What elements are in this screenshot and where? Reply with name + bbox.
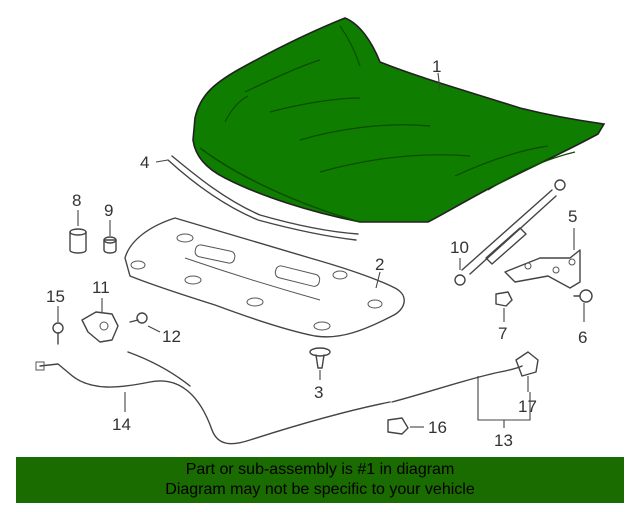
hood-bumper[interactable] bbox=[69, 228, 87, 254]
callout-1: 1 bbox=[432, 57, 441, 76]
release-cable[interactable] bbox=[35, 351, 391, 445]
release-handle[interactable] bbox=[515, 351, 539, 377]
callout-13: 13 bbox=[494, 431, 513, 450]
callout-11: 11 bbox=[92, 278, 110, 297]
hood-hinge[interactable] bbox=[504, 249, 581, 289]
banner-line-disclaimer: Diagram may not be specific to your vehi… bbox=[165, 481, 475, 498]
callout-16: 16 bbox=[428, 418, 447, 437]
callout-5: 5 bbox=[568, 207, 577, 226]
callout-4: 4 bbox=[140, 153, 149, 172]
callout-2: 2 bbox=[375, 255, 384, 274]
latch-mount-bolt[interactable] bbox=[52, 322, 64, 345]
callout-13-bracket bbox=[477, 376, 531, 428]
hinge-bolt[interactable] bbox=[573, 289, 593, 303]
callout-17: 17 bbox=[518, 397, 537, 416]
hood-seal[interactable] bbox=[167, 155, 359, 241]
hinge-nut[interactable] bbox=[495, 291, 513, 307]
callout-10: 10 bbox=[450, 238, 469, 257]
callout-7: 7 bbox=[498, 324, 507, 343]
exploded-parts-diagram: 1 4 2 3 bbox=[35, 17, 606, 450]
hood-stop-bumper[interactable] bbox=[103, 236, 117, 254]
callout-3: 3 bbox=[314, 383, 323, 402]
insulator-clip[interactable] bbox=[309, 347, 331, 369]
callout-8: 8 bbox=[72, 191, 81, 210]
hood-lift-strut[interactable] bbox=[454, 179, 566, 286]
callout-12: 12 bbox=[162, 327, 181, 346]
hood-latch[interactable] bbox=[81, 311, 119, 343]
latch-bolt[interactable] bbox=[129, 312, 148, 324]
banner-line-assembly: Part or sub-assembly is #1 in diagram bbox=[185, 461, 455, 478]
callout-9: 9 bbox=[104, 201, 113, 220]
hood-insulator[interactable] bbox=[124, 217, 405, 338]
cable-connector[interactable] bbox=[387, 417, 409, 435]
hood-panel[interactable] bbox=[192, 17, 606, 223]
callout-14: 14 bbox=[112, 415, 131, 434]
callout-15: 15 bbox=[46, 287, 65, 306]
callout-6: 6 bbox=[578, 328, 587, 347]
info-banner: Part or sub-assembly is #1 in diagram Di… bbox=[16, 457, 624, 503]
